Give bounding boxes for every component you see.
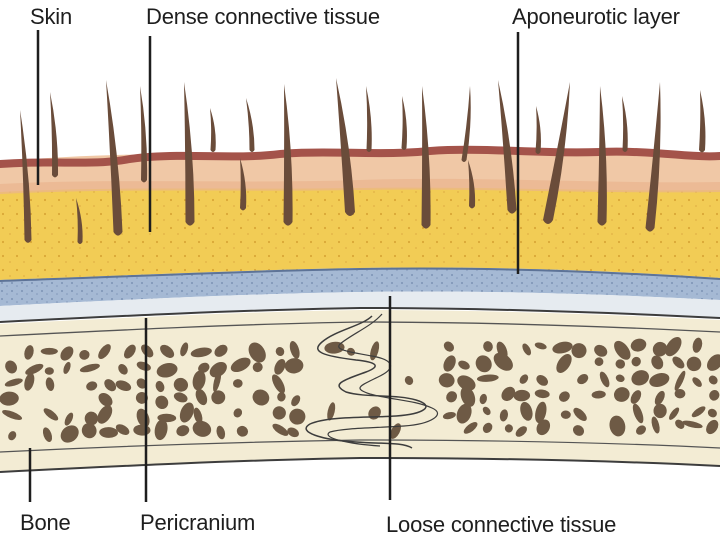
label-aponeurotic-layer: Aponeurotic layer	[512, 4, 680, 30]
label-pericranium: Pericranium	[140, 510, 255, 536]
dense-connective-tissue-texture	[0, 186, 720, 280]
trabecula	[654, 404, 667, 418]
label-bone: Bone	[20, 510, 71, 536]
trabecula	[41, 348, 58, 355]
label-loose-connective-tissue: Loose connective tissue	[386, 512, 616, 538]
label-dense-connective-tissue: Dense connective tissue	[146, 4, 380, 30]
label-skin: Skin	[30, 4, 72, 30]
